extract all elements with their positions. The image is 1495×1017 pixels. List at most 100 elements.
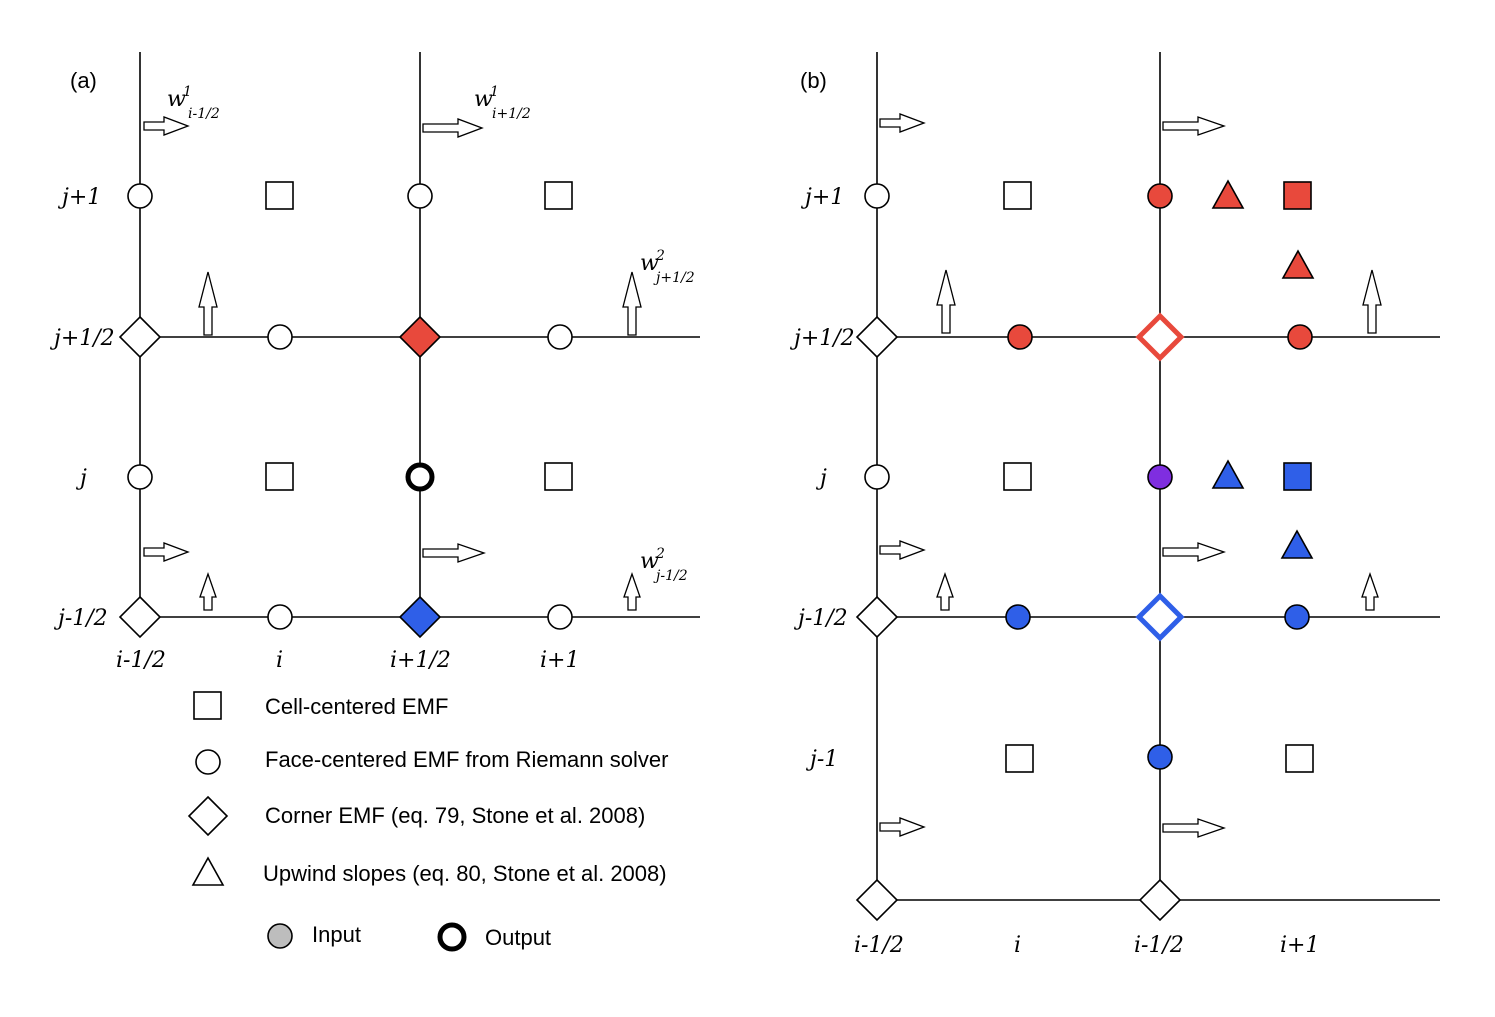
wave-label-w1-i-minus-half: w 1 i-1/2: [167, 84, 220, 122]
row-label-j-plus-half: j+1/2: [49, 326, 115, 351]
corner-emf-diamond: [855, 878, 899, 922]
panel-a: (a) j+1 j+1/2 j j-1/2 i-1/2 i i+1/2 i+1 …: [49, 52, 700, 673]
svg-text:2: 2: [655, 546, 665, 562]
cell-centered-emf-square: [544, 462, 573, 491]
legend-diamond-icon: [187, 795, 229, 837]
arrow-up-icon: [1362, 269, 1382, 334]
face-centered-emf-circle: [547, 324, 573, 350]
svg-text:w: w: [167, 87, 186, 112]
col-label-i-minus-half: i-1/2: [116, 648, 166, 673]
arrow-right-icon: [143, 542, 190, 562]
output-circle: [405, 462, 435, 492]
cell-centered-emf-square-red: [1283, 181, 1312, 210]
arrow-up-icon: [936, 572, 954, 611]
arrow-up-icon: [198, 271, 218, 336]
face-centered-emf-circle: [547, 604, 573, 630]
row-label-j-plus-1: j+1: [800, 185, 844, 210]
arrow-right-icon: [879, 113, 926, 133]
legend-label-triangle: Upwind slopes (eq. 80, Stone et al. 2008…: [263, 861, 667, 886]
arrow-up-icon: [199, 572, 217, 611]
cell-centered-emf-square: [1005, 744, 1034, 773]
row-label-j: j: [75, 466, 87, 491]
legend: Cell-centered EMF Face-centered EMF from…: [187, 691, 668, 952]
legend-circle-icon: [195, 749, 221, 775]
face-centered-emf-circle-red: [1007, 324, 1033, 350]
legend-label-circle: Face-centered EMF from Riemann solver: [265, 747, 668, 772]
legend-square-icon: [193, 691, 222, 720]
wave-label-w2-j-minus-half: w 2 j-1/2: [640, 546, 688, 584]
col-label-i-plus-half: i+1/2: [390, 648, 451, 673]
upwind-slope-triangle-blue: [1211, 459, 1245, 489]
arrow-right-icon: [422, 543, 486, 563]
corner-emf-diamond: [118, 315, 162, 359]
cell-centered-emf-square: [1003, 462, 1032, 491]
svg-text:1: 1: [490, 84, 499, 100]
cell-centered-emf-square: [544, 181, 573, 210]
svg-text:j-1/2: j-1/2: [653, 568, 688, 584]
col-label-i: i: [276, 648, 283, 673]
legend-triangle-icon: [191, 856, 225, 886]
face-centered-emf-circle-blue: [1284, 604, 1310, 630]
corner-emf-diamond: [855, 595, 899, 639]
row-label-j-plus-half: j+1/2: [789, 326, 855, 351]
arrow-up-icon: [622, 271, 642, 336]
upwind-slope-triangle-blue: [1280, 529, 1314, 559]
arrow-right-icon: [422, 118, 484, 138]
corner-emf-diamond-red: [398, 315, 442, 359]
svg-text:w: w: [640, 251, 659, 276]
corner-emf-diamond-blue: [398, 595, 442, 639]
cell-centered-emf-square-blue: [1283, 462, 1312, 491]
svg-text:i+1/2: i+1/2: [492, 106, 531, 122]
legend-input-icon: [267, 923, 293, 949]
svg-text:1: 1: [183, 84, 192, 100]
cell-centered-emf-square: [1285, 744, 1314, 773]
corner-emf-diamond: [118, 595, 162, 639]
corner-emf-diamond: [1138, 878, 1182, 922]
row-label-j-minus-1: j-1: [805, 747, 838, 772]
arrow-right-icon: [143, 116, 190, 136]
face-centered-emf-circle-red: [1147, 183, 1173, 209]
arrow-up-icon: [623, 572, 641, 611]
face-centered-emf-circle: [267, 604, 293, 630]
legend-label-square: Cell-centered EMF: [265, 694, 448, 719]
svg-text:j+1/2: j+1/2: [653, 270, 695, 286]
legend-output-icon: [437, 922, 467, 952]
arrow-up-icon: [936, 269, 956, 334]
svg-text:2: 2: [655, 248, 665, 264]
arrow-up-icon: [1361, 572, 1379, 611]
face-centered-emf-circle-purple: [1147, 464, 1173, 490]
legend-label-diamond: Corner EMF (eq. 79, Stone et al. 2008): [265, 803, 645, 828]
row-label-j-minus-half: j-1/2: [793, 606, 848, 631]
cell-centered-emf-square: [1003, 181, 1032, 210]
col-label-i-plus-1: i+1: [540, 648, 579, 673]
svg-text:w: w: [640, 549, 659, 574]
face-centered-emf-circle: [407, 183, 433, 209]
upwind-slope-triangle-red: [1211, 179, 1245, 209]
legend-label-input: Input: [312, 922, 361, 947]
face-centered-emf-circle: [267, 324, 293, 350]
wave-label-w2-j-plus-half: w 2 j+1/2: [640, 248, 695, 286]
face-centered-emf-circle-red: [1287, 324, 1313, 350]
cell-centered-emf-square: [265, 462, 294, 491]
row-label-j-plus-1: j+1: [57, 185, 101, 210]
face-centered-emf-circle: [127, 464, 153, 490]
arrow-right-icon: [1162, 542, 1226, 562]
col-label-i: i: [1014, 933, 1021, 958]
arrow-right-icon: [879, 817, 926, 837]
svg-text:w: w: [474, 87, 493, 112]
col-label-i-minus-half-2: i-1/2: [1134, 933, 1184, 958]
face-centered-emf-circle-blue: [1147, 744, 1173, 770]
col-label-i-plus-1: i+1: [1280, 933, 1319, 958]
row-label-j-minus-half: j-1/2: [53, 606, 108, 631]
arrow-right-icon: [1162, 116, 1226, 136]
face-centered-emf-circle: [864, 183, 890, 209]
panel-a-label: (a): [70, 68, 97, 93]
col-label-i-minus-half: i-1/2: [854, 933, 904, 958]
row-label-j: j: [815, 466, 827, 491]
arrow-right-icon: [879, 540, 926, 560]
corner-emf-diamond-blue-output: [1135, 592, 1185, 642]
wave-label-w1-i-plus-half: w 1 i+1/2: [474, 84, 531, 122]
panel-b-label: (b): [800, 68, 827, 93]
face-centered-emf-circle: [127, 183, 153, 209]
